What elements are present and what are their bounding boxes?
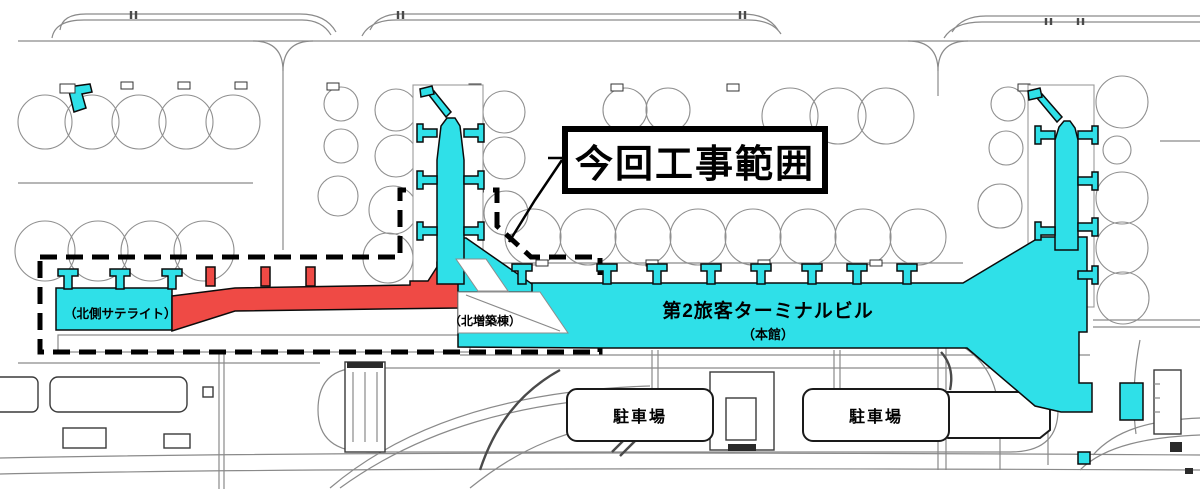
terminal-sub-label: （本館） <box>741 327 794 342</box>
construction-boundary <box>37 187 603 355</box>
parking-label-left: 駐車場 <box>612 409 667 426</box>
north-satellite-label: （北側サテライト） <box>64 307 177 321</box>
terminal-gate-stubs <box>511 263 918 285</box>
landside-buildings <box>0 361 1182 453</box>
north-annex-area <box>455 258 569 334</box>
construction-scope-label-box: 今回工事範囲 <box>562 126 828 194</box>
parking-label-right: 駐車場 <box>848 409 903 426</box>
east-pier <box>1027 87 1099 285</box>
north-annex-label: （北増築棟） <box>449 314 522 328</box>
parking-garage-right <box>802 388 950 442</box>
construction-scope-label: 今回工事範囲 <box>574 143 815 186</box>
northwest-service-structure <box>59 83 93 113</box>
north-satellite-building <box>55 268 183 331</box>
scope-leader-line <box>507 159 564 243</box>
parking-garage-left <box>566 388 714 442</box>
terminal-label-group: 第2旅客ターミナルビル （本館） <box>640 296 896 343</box>
road-accents <box>129 11 1193 474</box>
aircraft-stands-layer <box>14 75 1150 325</box>
terminal-name-label: 第2旅客ターミナルビル <box>662 301 874 322</box>
west-pier <box>416 85 485 285</box>
